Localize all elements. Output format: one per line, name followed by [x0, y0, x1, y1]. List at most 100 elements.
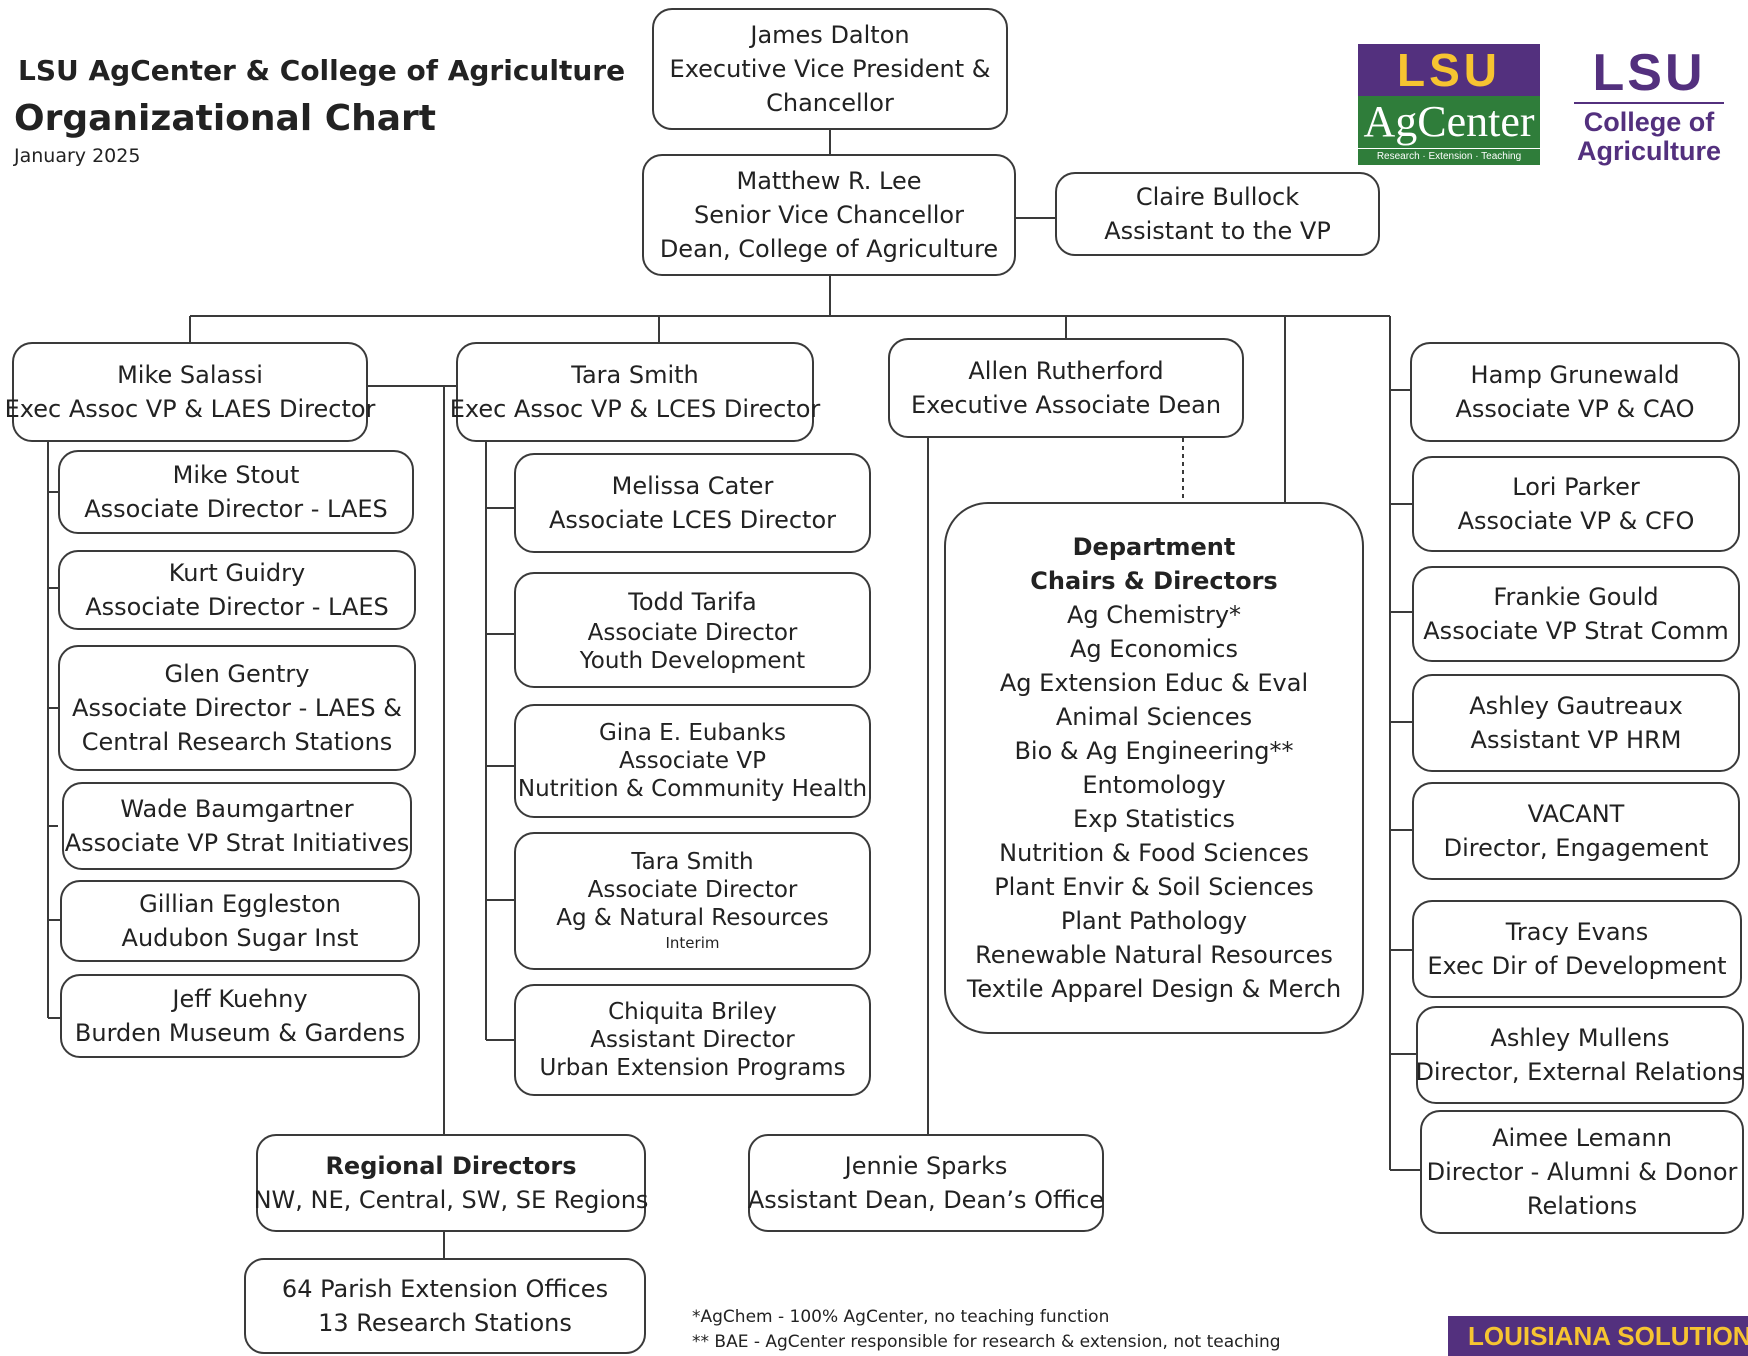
box-line: Associate VP & CFO	[1457, 507, 1695, 535]
box-right-report: VACANT Director, Engagement	[1412, 782, 1740, 880]
chart-title: Organizational Chart	[14, 98, 437, 139]
box-department-chairs: Department Chairs & Directors Ag Chemist…	[944, 502, 1364, 1034]
box-senior-vice-chancellor: Matthew R. Lee Senior Vice Chancellor De…	[642, 154, 1016, 276]
box-line: Tara Smith	[571, 361, 699, 389]
box-right-report: Aimee Lemann Director - Alumni & Donor R…	[1420, 1110, 1744, 1234]
box-line: Assistant Director	[590, 1027, 795, 1053]
box-line: Central Research Stations	[81, 728, 393, 756]
interim-note: Interim	[665, 934, 720, 952]
box-line: Chiquita Briley	[608, 999, 777, 1025]
box-line: Ag & Natural Resources	[556, 905, 829, 931]
college-logo-lsu: LSU	[1574, 44, 1724, 104]
box-laes-director: Mike Salassi Exec Assoc VP & LAES Direct…	[5, 342, 375, 442]
box-line: Chancellor	[766, 89, 894, 117]
box-regional-directors: Regional Directors NW, NE, Central, SW, …	[253, 1134, 649, 1232]
footnote-bae: ** BAE - AgCenter responsible for resear…	[692, 1332, 1281, 1352]
department-item: Nutrition & Food Sciences	[999, 839, 1309, 867]
agcenter-logo-lsu: LSU	[1358, 44, 1540, 96]
box-line: VACANT	[1527, 800, 1625, 828]
footnote-agchem: *AgChem - 100% AgCenter, no teaching fun…	[692, 1307, 1110, 1327]
box-line: Associate VP Strat Comm	[1423, 617, 1729, 645]
box-line: Associate Director - LAES	[85, 593, 389, 621]
box-line: Jeff Kuehny	[172, 985, 308, 1013]
box-laes-report: Kurt Guidry Associate Director - LAES	[58, 550, 416, 630]
box-right-report: Ashley Mullens Director, External Relati…	[1415, 1006, 1745, 1104]
box-line: Claire Bullock	[1135, 183, 1300, 211]
box-right-report: Frankie Gould Associate VP Strat Comm	[1412, 566, 1740, 662]
box-line: Allen Rutherford	[968, 357, 1164, 385]
box-laes-report: Gillian Eggleston Audubon Sugar Inst	[60, 880, 420, 962]
louisiana-solutions-banner: LOUISIANA SOLUTIONS	[1448, 1316, 1748, 1356]
box-line: Gillian Eggleston	[139, 890, 341, 918]
box-line: Jennie Sparks	[844, 1152, 1008, 1180]
agcenter-logo-name: AgCenter	[1358, 96, 1540, 148]
department-item: Renewable Natural Resources	[975, 941, 1333, 969]
box-line: Frankie Gould	[1493, 583, 1659, 611]
box-laes-report: Glen Gentry Associate Director - LAES & …	[58, 645, 416, 771]
box-line: Associate VP Strat Initiatives	[64, 829, 410, 857]
dept-title-line: Chairs & Directors	[1030, 567, 1278, 595]
box-line: Glen Gentry	[164, 660, 310, 688]
box-laes-report: Jeff Kuehny Burden Museum & Gardens	[60, 974, 420, 1058]
agcenter-logo-tagline: Research · Extension · Teaching	[1358, 148, 1540, 165]
box-line: Kurt Guidry	[168, 559, 306, 587]
department-item: Plant Envir & Soil Sciences	[994, 873, 1314, 901]
box-line: Director - Alumni & Donor	[1426, 1158, 1738, 1186]
box-right-report: Hamp Grunewald Associate VP & CAO	[1410, 342, 1740, 442]
box-line: Associate VP	[619, 748, 766, 774]
box-right-report: Tracy Evans Exec Dir of Development	[1412, 900, 1742, 998]
box-line: Melissa Cater	[611, 472, 774, 500]
box-line: 13 Research Stations	[318, 1309, 572, 1337]
box-line: Regional Directors	[325, 1152, 577, 1180]
box-line: Gina E. Eubanks	[598, 720, 787, 746]
box-lces-report: Todd Tarifa Associate Director Youth Dev…	[514, 572, 871, 688]
chart-date: January 2025	[14, 145, 141, 167]
box-line: Mike Salassi	[117, 361, 263, 389]
box-line: Wade Baumgartner	[120, 795, 354, 823]
box-executive-associate-dean: Allen Rutherford Executive Associate Dea…	[888, 338, 1244, 438]
box-line: Lori Parker	[1512, 473, 1640, 501]
box-line: Exec Dir of Development	[1427, 952, 1727, 980]
box-line: Director, Engagement	[1443, 834, 1709, 862]
box-line: Associate Director - LAES	[84, 495, 388, 523]
college-logo-line2: Agriculture	[1576, 136, 1722, 166]
box-laes-report: Mike Stout Associate Director - LAES	[58, 450, 414, 534]
box-line: Hamp Grunewald	[1470, 361, 1680, 389]
department-item: Ag Economics	[1070, 635, 1238, 663]
box-line: Tracy Evans	[1505, 918, 1649, 946]
box-line: Todd Tarifa	[628, 588, 757, 616]
box-line: Exec Assoc VP & LCES Director	[449, 395, 821, 423]
department-item: Bio & Ag Engineering**	[1014, 737, 1294, 765]
box-lces-report: Gina E. Eubanks Associate VP Nutrition &…	[514, 704, 871, 818]
box-line: Ashley Mullens	[1490, 1024, 1670, 1052]
box-right-report: Lori Parker Associate VP & CFO	[1412, 456, 1740, 552]
college-logo-line1: College of	[1583, 107, 1715, 137]
box-laes-report: Wade Baumgartner Associate VP Strat Init…	[62, 782, 412, 870]
dept-title-line: Department	[1072, 533, 1236, 561]
organization-name: LSU AgCenter & College of Agriculture	[18, 54, 626, 87]
box-line: Audubon Sugar Inst	[121, 924, 359, 952]
box-line: Burden Museum & Gardens	[74, 1019, 406, 1047]
box-line: Exec Assoc VP & LAES Director	[4, 395, 376, 423]
box-line: Youth Development	[579, 648, 806, 674]
box-assistant-to-vp: Claire Bullock Assistant to the VP	[1055, 172, 1380, 256]
department-item: Exp Statistics	[1073, 805, 1235, 833]
box-line: Assistant to the VP	[1104, 217, 1331, 245]
box-line: Executive Vice President &	[669, 55, 991, 83]
department-item: Animal Sciences	[1055, 703, 1253, 731]
box-line: Associate VP & CAO	[1455, 395, 1695, 423]
box-right-report: Ashley Gautreaux Assistant VP HRM	[1412, 674, 1740, 772]
box-executive-vp: James Dalton Executive Vice President & …	[652, 8, 1008, 130]
box-line: Nutrition & Community Health	[517, 776, 868, 802]
box-line: NW, NE, Central, SW, SE Regions	[253, 1186, 649, 1214]
box-lces-report: Tara Smith Associate Director Ag & Natur…	[514, 832, 871, 970]
box-line: Assistant Dean, Dean’s Office	[747, 1186, 1105, 1214]
box-line: Aimee Lemann	[1492, 1124, 1672, 1152]
department-item: Plant Pathology	[1060, 907, 1248, 935]
box-line: Executive Associate Dean	[910, 391, 1222, 419]
box-lces-report: Chiquita Briley Assistant Director Urban…	[514, 984, 871, 1096]
box-lces-report: Melissa Cater Associate LCES Director	[514, 453, 871, 553]
box-line: Relations	[1526, 1192, 1638, 1220]
box-line: Mike Stout	[172, 461, 300, 489]
